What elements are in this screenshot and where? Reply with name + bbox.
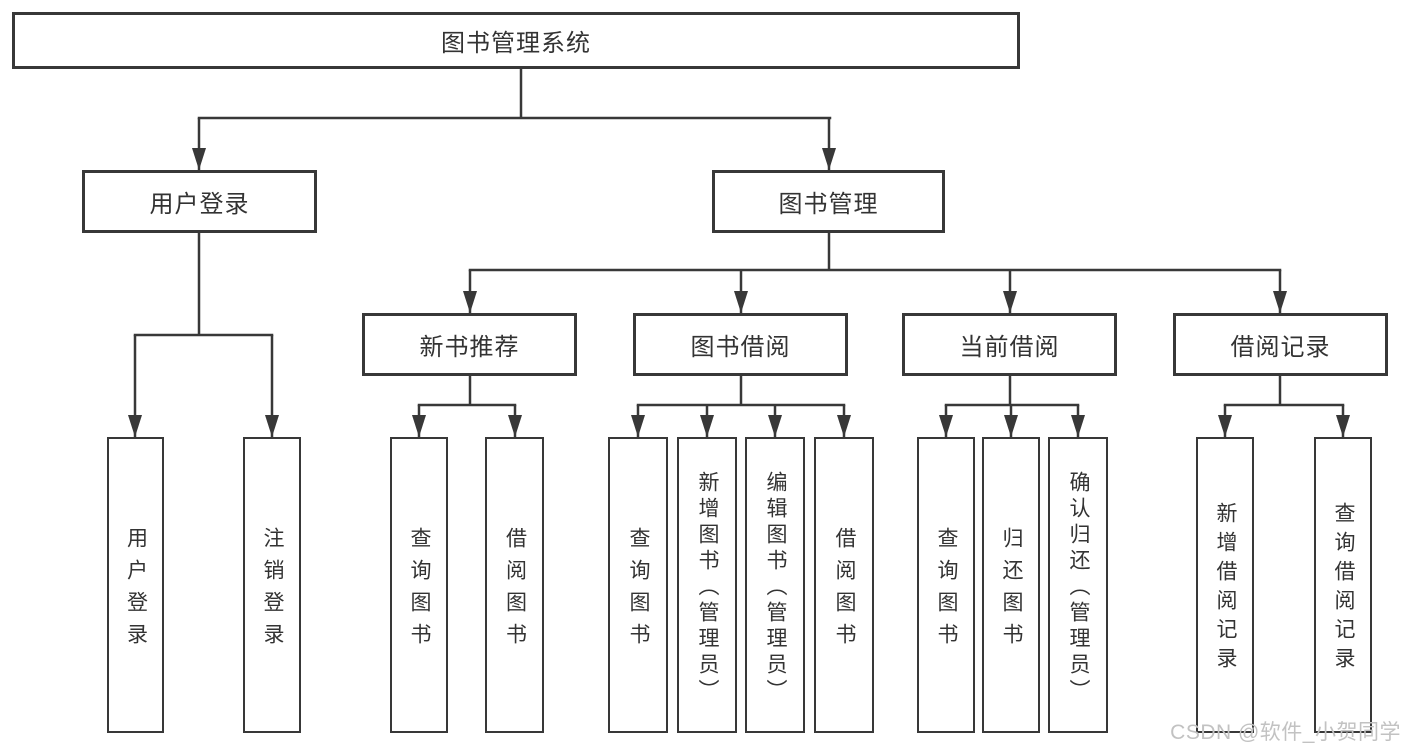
- leaf-current-confirm-return-admin-label: 确认归还（管理员）: [1067, 470, 1090, 705]
- node-new-book-recommend-label: 新书推荐: [419, 334, 520, 361]
- leaf-records-query-record-label: 查询借阅记录: [1332, 502, 1355, 676]
- leaf-borrowing-query-books-label: 查询图书: [627, 526, 650, 655]
- leaf-records-add-record-label: 新增借阅记录: [1214, 502, 1237, 676]
- leaf-records-add-record: 新增借阅记录: [1196, 437, 1254, 733]
- leaf-current-query-books: 查询图书: [917, 437, 975, 733]
- node-book-management: 图书管理: [712, 170, 945, 233]
- leaf-borrowing-add-books-admin-label: 新增图书（管理员）: [696, 470, 719, 705]
- node-new-book-recommend: 新书推荐: [362, 313, 577, 376]
- leaf-user-login: 用户登录: [107, 437, 164, 733]
- node-root-system: 图书管理系统: [12, 12, 1020, 69]
- node-current-borrowing-label: 当前借阅: [959, 334, 1060, 361]
- leaf-borrowing-add-books-admin: 新增图书（管理员）: [677, 437, 737, 733]
- leaf-recommend-query-books: 查询图书: [390, 437, 448, 733]
- leaf-recommend-borrow-books-label: 借阅图书: [503, 526, 527, 655]
- leaf-borrowing-edit-books-admin: 编辑图书（管理员）: [745, 437, 805, 733]
- leaf-current-query-books-label: 查询图书: [935, 526, 958, 655]
- leaf-current-return-books-label: 归还图书: [1000, 526, 1023, 655]
- leaf-current-return-books: 归还图书: [982, 437, 1040, 733]
- leaf-records-query-record: 查询借阅记录: [1314, 437, 1372, 733]
- node-borrow-records-label: 借阅记录: [1230, 334, 1331, 361]
- leaf-recommend-query-books-label: 查询图书: [408, 526, 431, 655]
- csdn-watermark: CSDN @软件_小贺同学: [1170, 721, 1401, 744]
- leaf-user-login-label: 用户登录: [124, 526, 148, 655]
- leaf-logout-label: 注销登录: [261, 526, 284, 655]
- leaf-logout: 注销登录: [243, 437, 301, 733]
- leaf-borrowing-query-books: 查询图书: [608, 437, 668, 733]
- leaf-current-confirm-return-admin: 确认归还（管理员）: [1048, 437, 1108, 733]
- leaf-borrowing-borrow-books: 借阅图书: [814, 437, 874, 733]
- node-current-borrowing: 当前借阅: [902, 313, 1117, 376]
- node-user-login-label: 用户登录: [149, 191, 250, 218]
- node-book-borrowing-label: 图书借阅: [690, 334, 791, 361]
- node-book-management-label: 图书管理: [778, 191, 879, 218]
- leaf-recommend-borrow-books: 借阅图书: [485, 437, 544, 733]
- node-borrow-records: 借阅记录: [1173, 313, 1388, 376]
- leaf-borrowing-borrow-books-label: 借阅图书: [833, 526, 856, 655]
- node-book-borrowing: 图书借阅: [633, 313, 848, 376]
- node-root-system-label: 图书管理系统: [441, 30, 591, 57]
- node-user-login: 用户登录: [82, 170, 317, 233]
- leaf-borrowing-edit-books-admin-label: 编辑图书（管理员）: [764, 470, 787, 705]
